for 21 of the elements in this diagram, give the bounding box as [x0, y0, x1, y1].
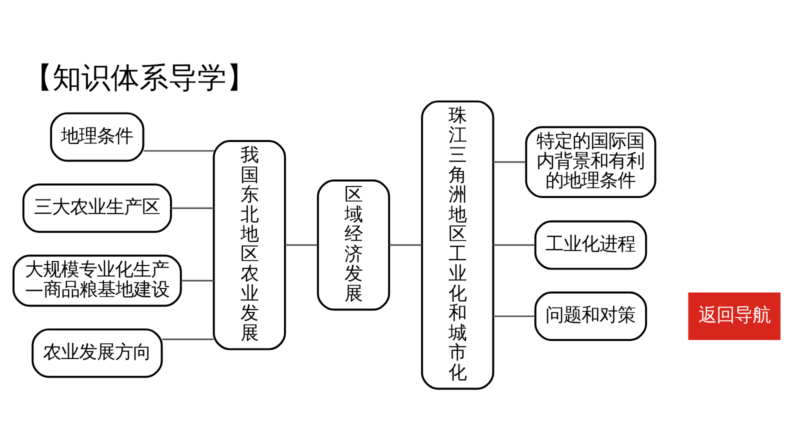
diagram-title: 【知识体系导学】 [23, 60, 256, 94]
connector [285, 244, 318, 246]
label: 返回导航 [698, 304, 770, 326]
connector [493, 160, 526, 162]
connector [493, 314, 535, 317]
connector [144, 150, 214, 152]
node-box: 区域经济发展 [316, 179, 390, 310]
node-box: 珠江三角洲地区工业化和城市化 [421, 100, 494, 390]
node-box: 特定的国际国内背景和有利的地理条件 [525, 126, 656, 198]
connector [181, 279, 214, 281]
connector [162, 338, 214, 340]
connector [171, 206, 214, 208]
node-box: 工业化进程 [534, 220, 648, 270]
node-box: 三大农业生产区 [22, 182, 172, 232]
node-box: 问题和对策 [534, 291, 648, 340]
connector [493, 244, 535, 246]
node-box: 我国东北地区农业发展 [212, 139, 286, 350]
node-box: 地理条件 [50, 112, 144, 162]
node-box: 农业发展方向 [32, 328, 163, 378]
node-box: 大规模专业化生产—商品粮基地建设 [12, 254, 182, 306]
connector [389, 244, 422, 246]
